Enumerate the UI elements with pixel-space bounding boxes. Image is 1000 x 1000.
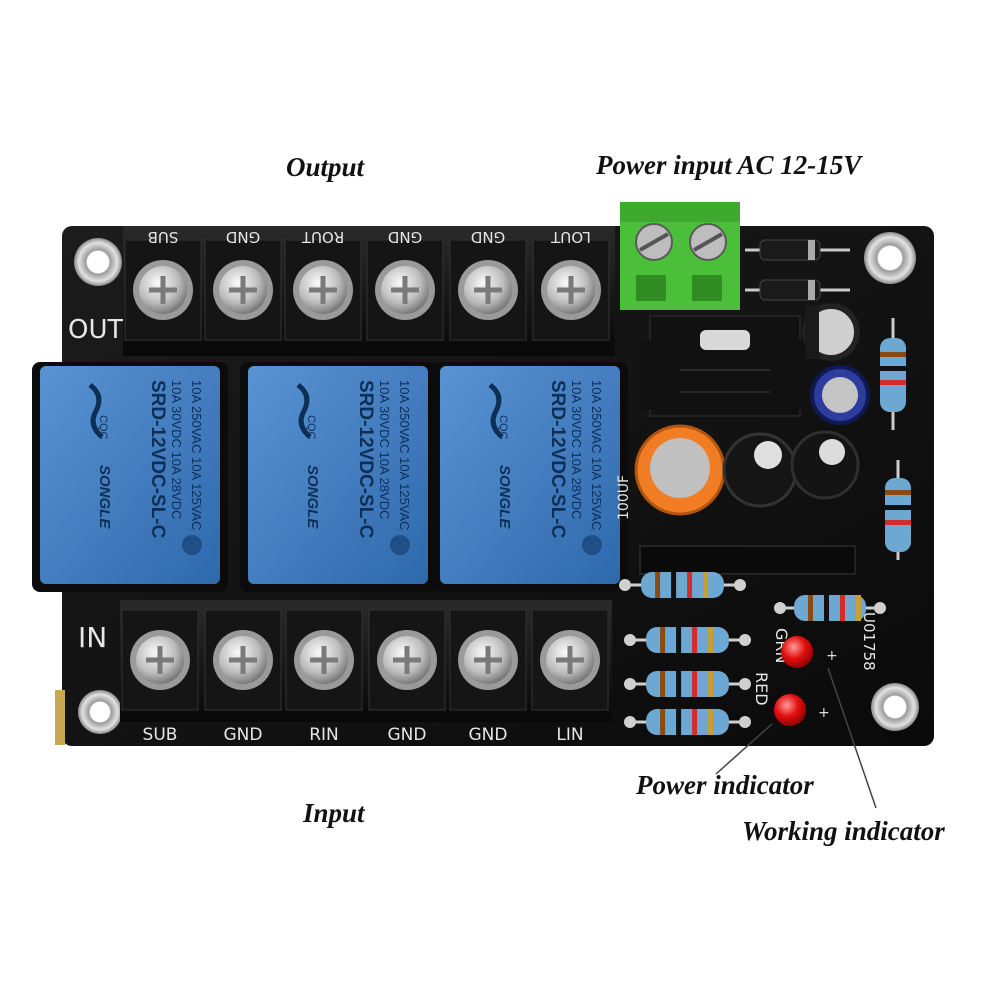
relay-1-text-1: 10A 250VAC 10A 125VAC (189, 380, 204, 531)
output-label-1: SUB (148, 228, 179, 246)
output-terminal-labels: SUB GND ROUT GND GND LOUT (148, 228, 591, 246)
annotation-power-indicator: Power indicator (636, 770, 814, 800)
power-input-terminal (620, 202, 740, 310)
silk-board-code: U01758 (860, 612, 878, 671)
resistor-2 (774, 595, 886, 621)
relay-2-text-2: 10A 30VDC 10A 28VDC (377, 380, 392, 519)
output-terminal-block (123, 226, 615, 356)
input-label-6: LIN (556, 725, 583, 745)
input-terminal-screw-3 (285, 609, 363, 711)
power-indicator-pointer (715, 723, 773, 775)
ic-strip (639, 545, 856, 575)
output-terminal-screw-2 (204, 239, 282, 341)
relays: 10A 250VAC 10A 125VAC 10A 30VDC 10A 28VDC… (32, 362, 628, 592)
resistor-5 (624, 709, 751, 735)
input-label-4: GND (388, 725, 427, 745)
mounting-holes (74, 232, 919, 734)
relay-1-text-2: 10A 30VDC 10A 28VDC (169, 380, 184, 519)
svg-text:+: + (818, 705, 830, 721)
input-terminal-screw-5 (449, 609, 527, 711)
output-label-4: GND (388, 228, 422, 246)
leds: + + (774, 636, 838, 726)
relay-2-text-1: 10A 250VAC 10A 125VAC (397, 380, 412, 531)
diodes (745, 239, 850, 301)
relay-3: 10A 250VAC 10A 125VAC 10A 30VDC 10A 28VDC… (432, 362, 628, 592)
output-label-5: GND (471, 228, 505, 246)
output-terminal-screw-6 (532, 239, 610, 341)
silk-out: OUT (68, 315, 123, 345)
input-terminal-labels: SUB GND RIN GND GND LIN (143, 725, 584, 745)
output-terminal-screw-5 (449, 239, 527, 341)
annotation-input: Input (303, 798, 365, 828)
output-label-2: GND (226, 228, 260, 246)
annotation-working-indicator: Working indicator (742, 816, 945, 846)
input-terminal-screw-4 (368, 609, 446, 711)
resistor-4 (624, 671, 751, 697)
resistor-1 (619, 572, 746, 598)
relay-1-text-3: SRD-12VDC-SL-C (147, 380, 168, 539)
input-terminal-block (120, 600, 612, 722)
relay-3-text-1: 10A 250VAC 10A 125VAC (589, 380, 604, 531)
silk-cap-label: 100UF (616, 475, 632, 520)
relay-2-text-3: SRD-12VDC-SL-C (355, 380, 376, 539)
relay-2: 10A 250VAC 10A 125VAC 10A 30VDC 10A 28VDC… (240, 362, 436, 592)
input-terminal-screw-2 (204, 609, 282, 711)
svg-text:+: + (826, 648, 838, 664)
output-terminal-screw-1 (124, 239, 202, 341)
silk-in: IN (78, 621, 107, 654)
relay-3-text-2: 10A 30VDC 10A 28VDC (569, 380, 584, 519)
input-label-2: GND (224, 725, 263, 745)
output-label-6: LOUT (550, 228, 591, 246)
relay-2-brand: SONGLE (304, 465, 321, 529)
relay-3-text-3: SRD-12VDC-SL-C (547, 380, 568, 539)
voltage-regulator (640, 315, 810, 417)
resistors (619, 572, 886, 735)
working-indicator-pointer (827, 667, 877, 809)
relay-3-brand: SONGLE (496, 465, 513, 529)
input-label-3: RIN (309, 725, 339, 745)
power-indicator-led (774, 694, 806, 726)
annotation-output: Output (286, 152, 365, 182)
output-label-3: ROUT (301, 228, 344, 246)
resistor-3 (624, 627, 751, 653)
vertical-resistors (880, 318, 911, 560)
annotation-power-input: Power input AC 12-15V (596, 150, 862, 180)
working-indicator-led (781, 636, 813, 668)
output-terminal-screw-4 (366, 239, 444, 341)
silk-red: RED (752, 672, 771, 706)
input-terminal-screw-1 (121, 609, 199, 711)
output-terminal-screw-3 (284, 239, 362, 341)
capacitors: 100UF (616, 303, 870, 520)
input-terminal-screw-6 (531, 609, 609, 711)
input-label-1: SUB (143, 725, 178, 745)
input-label-5: GND (469, 725, 508, 745)
relay-1: 10A 250VAC 10A 125VAC 10A 30VDC 10A 28VDC… (32, 362, 228, 592)
relay-1-brand: SONGLE (96, 465, 113, 529)
